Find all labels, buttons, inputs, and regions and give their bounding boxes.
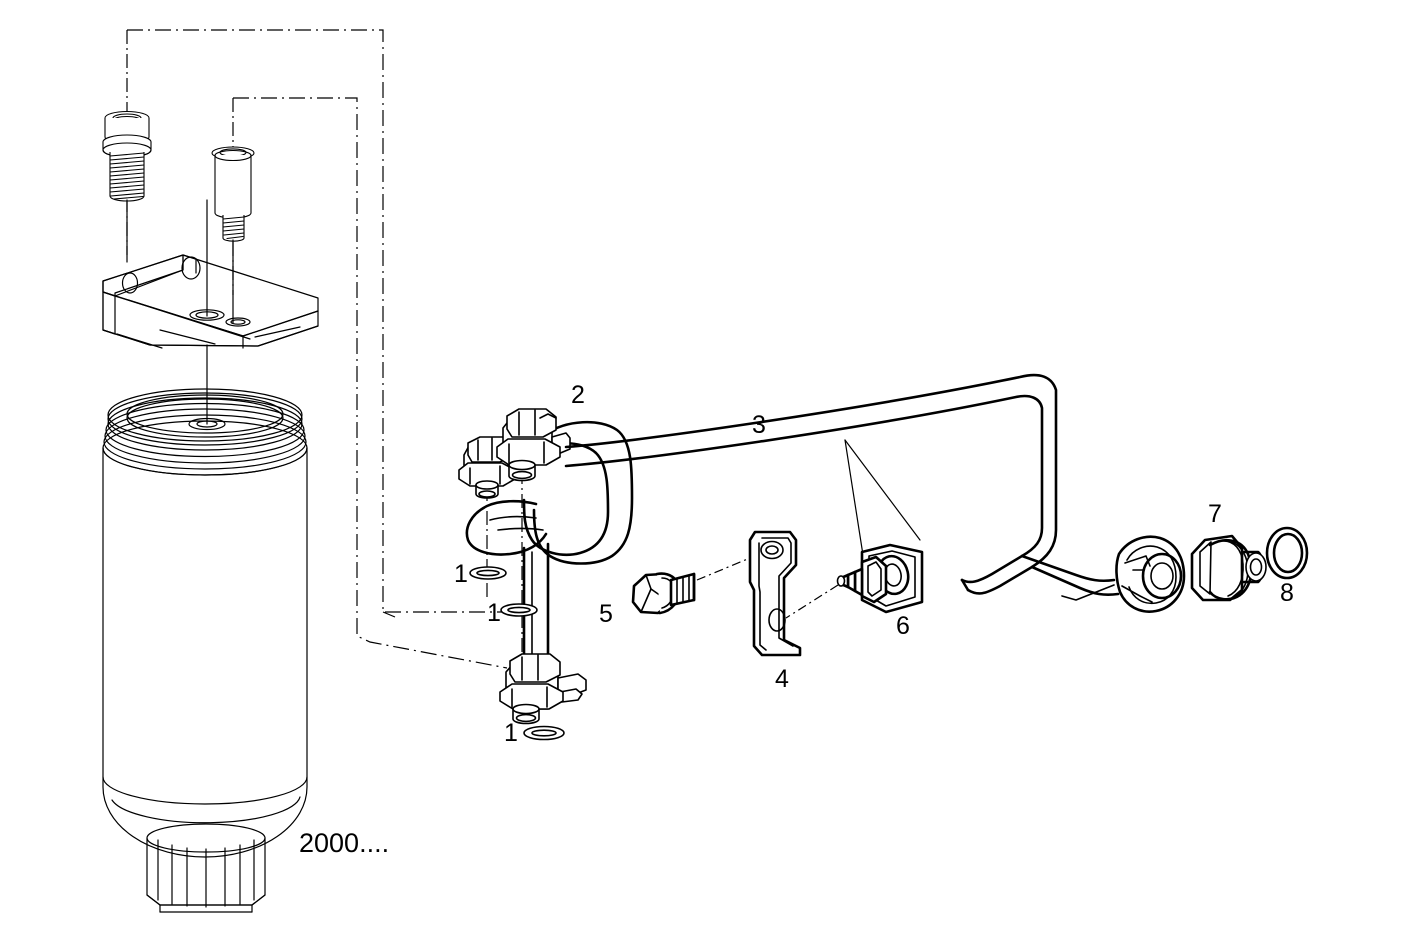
callout-1a: 1 xyxy=(454,560,468,588)
callout-7: 7 xyxy=(1208,500,1222,528)
callout-8: 8 xyxy=(1280,579,1294,607)
callout-4: 4 xyxy=(775,665,789,693)
pipe-clamp xyxy=(836,543,924,614)
sealing-ring-1 xyxy=(469,566,507,580)
sealing-ring-group xyxy=(469,566,565,741)
fuel-pipe xyxy=(564,373,1120,601)
callout-labels: 1 1 1 2 3 4 5 6 7 8 xyxy=(454,381,1294,747)
connector-fitting-part7 xyxy=(1190,534,1267,602)
flange-bolt xyxy=(631,572,696,615)
sealing-ring-2 xyxy=(500,603,538,617)
sealing-ring-3 xyxy=(523,725,565,741)
callout-3: 3 xyxy=(752,411,766,439)
banjo-fitting-front xyxy=(496,408,571,482)
mounting-bracket-part4 xyxy=(748,530,802,657)
callout-5: 5 xyxy=(599,600,613,628)
filter-code-label: 2000.... xyxy=(299,828,389,858)
filter-mounting-bracket xyxy=(102,254,319,349)
callout-1c: 1 xyxy=(504,719,518,747)
sealing-washer-part8 xyxy=(1265,526,1309,580)
clamp6-leader xyxy=(785,584,839,619)
callout-2: 2 xyxy=(571,381,585,409)
hose-lower-fitting xyxy=(499,653,587,725)
callout-1b: 1 xyxy=(487,599,501,627)
fuel-filter-canister xyxy=(102,344,308,913)
pipe-leader-lines xyxy=(844,439,921,556)
threaded-stud-short xyxy=(211,98,255,295)
threaded-stud-long xyxy=(102,30,152,255)
pipe-end-socket xyxy=(1115,535,1186,613)
fuel-hose-assembly xyxy=(458,408,634,725)
assembly-construction-lines xyxy=(127,29,508,669)
stud-alignment-lines xyxy=(126,199,234,324)
callout-6: 6 xyxy=(896,612,910,640)
